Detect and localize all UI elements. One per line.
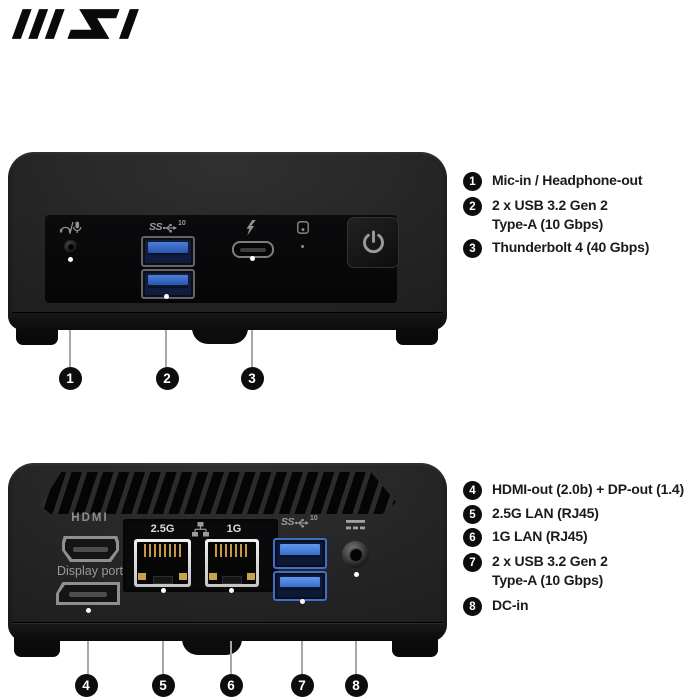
lan-port-block: 2.5G 1G — [123, 519, 278, 592]
front-chin — [10, 313, 445, 330]
callout-dot-5 — [160, 588, 166, 593]
front-seam — [12, 312, 443, 313]
hdmi-label: HDMI — [71, 512, 109, 524]
callout-dot-7 — [299, 599, 305, 604]
legend-badge-4: 4 — [463, 481, 482, 500]
legend-item-7: 7 2 x USB 3.2 Gen 2 Type-A (10 Gbps) — [463, 552, 608, 590]
power-symbol-icon — [362, 230, 384, 254]
legend-text-5: 2.5G LAN (RJ45) — [492, 505, 599, 521]
headphone-mic-icon — [59, 221, 83, 240]
legend-badge-3: 3 — [463, 239, 482, 258]
legend-item-6: 6 1G LAN (RJ45) — [463, 527, 588, 547]
legend-item-8: 8 DC-in — [463, 596, 529, 616]
network-nodes-icon — [192, 522, 209, 542]
callout-number-7: 7 — [290, 673, 314, 697]
lan-1g-port — [205, 539, 259, 587]
usb-ss10-icon-rear: SS 10 — [281, 515, 318, 528]
callout-dot-1 — [67, 257, 73, 262]
callout-number-3: 3 — [240, 366, 264, 390]
legend-text-7-line1: 2 x USB 3.2 Gen 2 — [492, 553, 608, 569]
power-button — [347, 217, 399, 268]
dc-line-dash-icon — [346, 518, 365, 536]
callout-number-5: 5 — [151, 673, 175, 697]
audio-jack-port — [64, 240, 78, 254]
callout-dot-2 — [163, 294, 169, 299]
legend-item-5: 5 2.5G LAN (RJ45) — [463, 504, 599, 524]
legend-badge-2: 2 — [463, 197, 482, 216]
hdd-led — [301, 245, 304, 248]
callout-number-8: 8 — [344, 673, 368, 697]
legend-text-6: 1G LAN (RJ45) — [492, 528, 588, 544]
legend-text-3: Thunderbolt 4 (40 Gbps) — [492, 239, 650, 255]
front-io-panel — [45, 215, 397, 303]
vent-grille — [40, 472, 396, 514]
legend-text-8: DC-in — [492, 597, 529, 613]
legend-text-2-line1: 2 x USB 3.2 Gen 2 — [492, 197, 608, 213]
callout-dot-6 — [228, 588, 234, 593]
callout-dot-3 — [249, 256, 255, 261]
usb-ss-label: SS — [281, 516, 295, 528]
callout-dot-4 — [85, 608, 91, 613]
legend-item-3: 3 Thunderbolt 4 (40 Gbps) — [463, 238, 649, 258]
usb-ss-label: SS — [149, 221, 163, 233]
rear-usb-a-port-1 — [273, 538, 327, 569]
rear-usb-a-port-2 — [273, 571, 327, 601]
msi-logo-icon — [11, 9, 139, 39]
dc-in-jack — [342, 541, 369, 568]
lan-2-5g-label: 2.5G — [150, 523, 175, 535]
hdd-activity-icon — [297, 221, 309, 239]
display-port-label: Display port — [57, 564, 123, 578]
legend-item-2: 2 2 x USB 3.2 Gen 2 Type-A (10 Gbps) — [463, 196, 608, 234]
callout-number-2: 2 — [155, 366, 179, 390]
legend-text-2-line2: Type-A (10 Gbps) — [492, 216, 604, 232]
legend-badge-1: 1 — [463, 172, 482, 191]
rear-chin — [10, 624, 445, 641]
legend-badge-7: 7 — [463, 553, 482, 572]
front-usb-a-port-1 — [141, 236, 195, 267]
callout-dot-8 — [353, 572, 359, 577]
hdmi-port — [62, 536, 119, 562]
usb-speed-label: 10 — [178, 220, 186, 227]
callout-number-1: 1 — [58, 366, 82, 390]
legend-item-4: 4 HDMI-out (2.0b) + DP-out (1.4) — [463, 480, 684, 500]
callout-number-4: 4 — [74, 673, 98, 697]
legend-text-4: HDMI-out (2.0b) + DP-out (1.4) — [492, 481, 684, 497]
legend-badge-6: 6 — [463, 528, 482, 547]
legend-text-1: Mic-in / Headphone-out — [492, 172, 643, 188]
usb-ss10-icon: SS 10 — [149, 220, 186, 233]
usb-speed-label: 10 — [310, 515, 318, 522]
lan-2-5g-port — [134, 539, 191, 587]
msi-logo — [8, 4, 140, 49]
callout-line-2 — [165, 299, 167, 367]
callout-line-4 — [87, 613, 89, 674]
legend-badge-5: 5 — [463, 505, 482, 524]
thunderbolt-icon — [246, 220, 257, 241]
legend-badge-8: 8 — [463, 597, 482, 616]
callout-number-6: 6 — [219, 673, 243, 697]
rear-seam — [12, 622, 443, 623]
display-port — [56, 582, 120, 605]
legend-item-1: 1 Mic-in / Headphone-out — [463, 171, 643, 191]
legend-text-7-line2: Type-A (10 Gbps) — [492, 572, 604, 588]
lan-1g-label: 1G — [226, 523, 242, 535]
